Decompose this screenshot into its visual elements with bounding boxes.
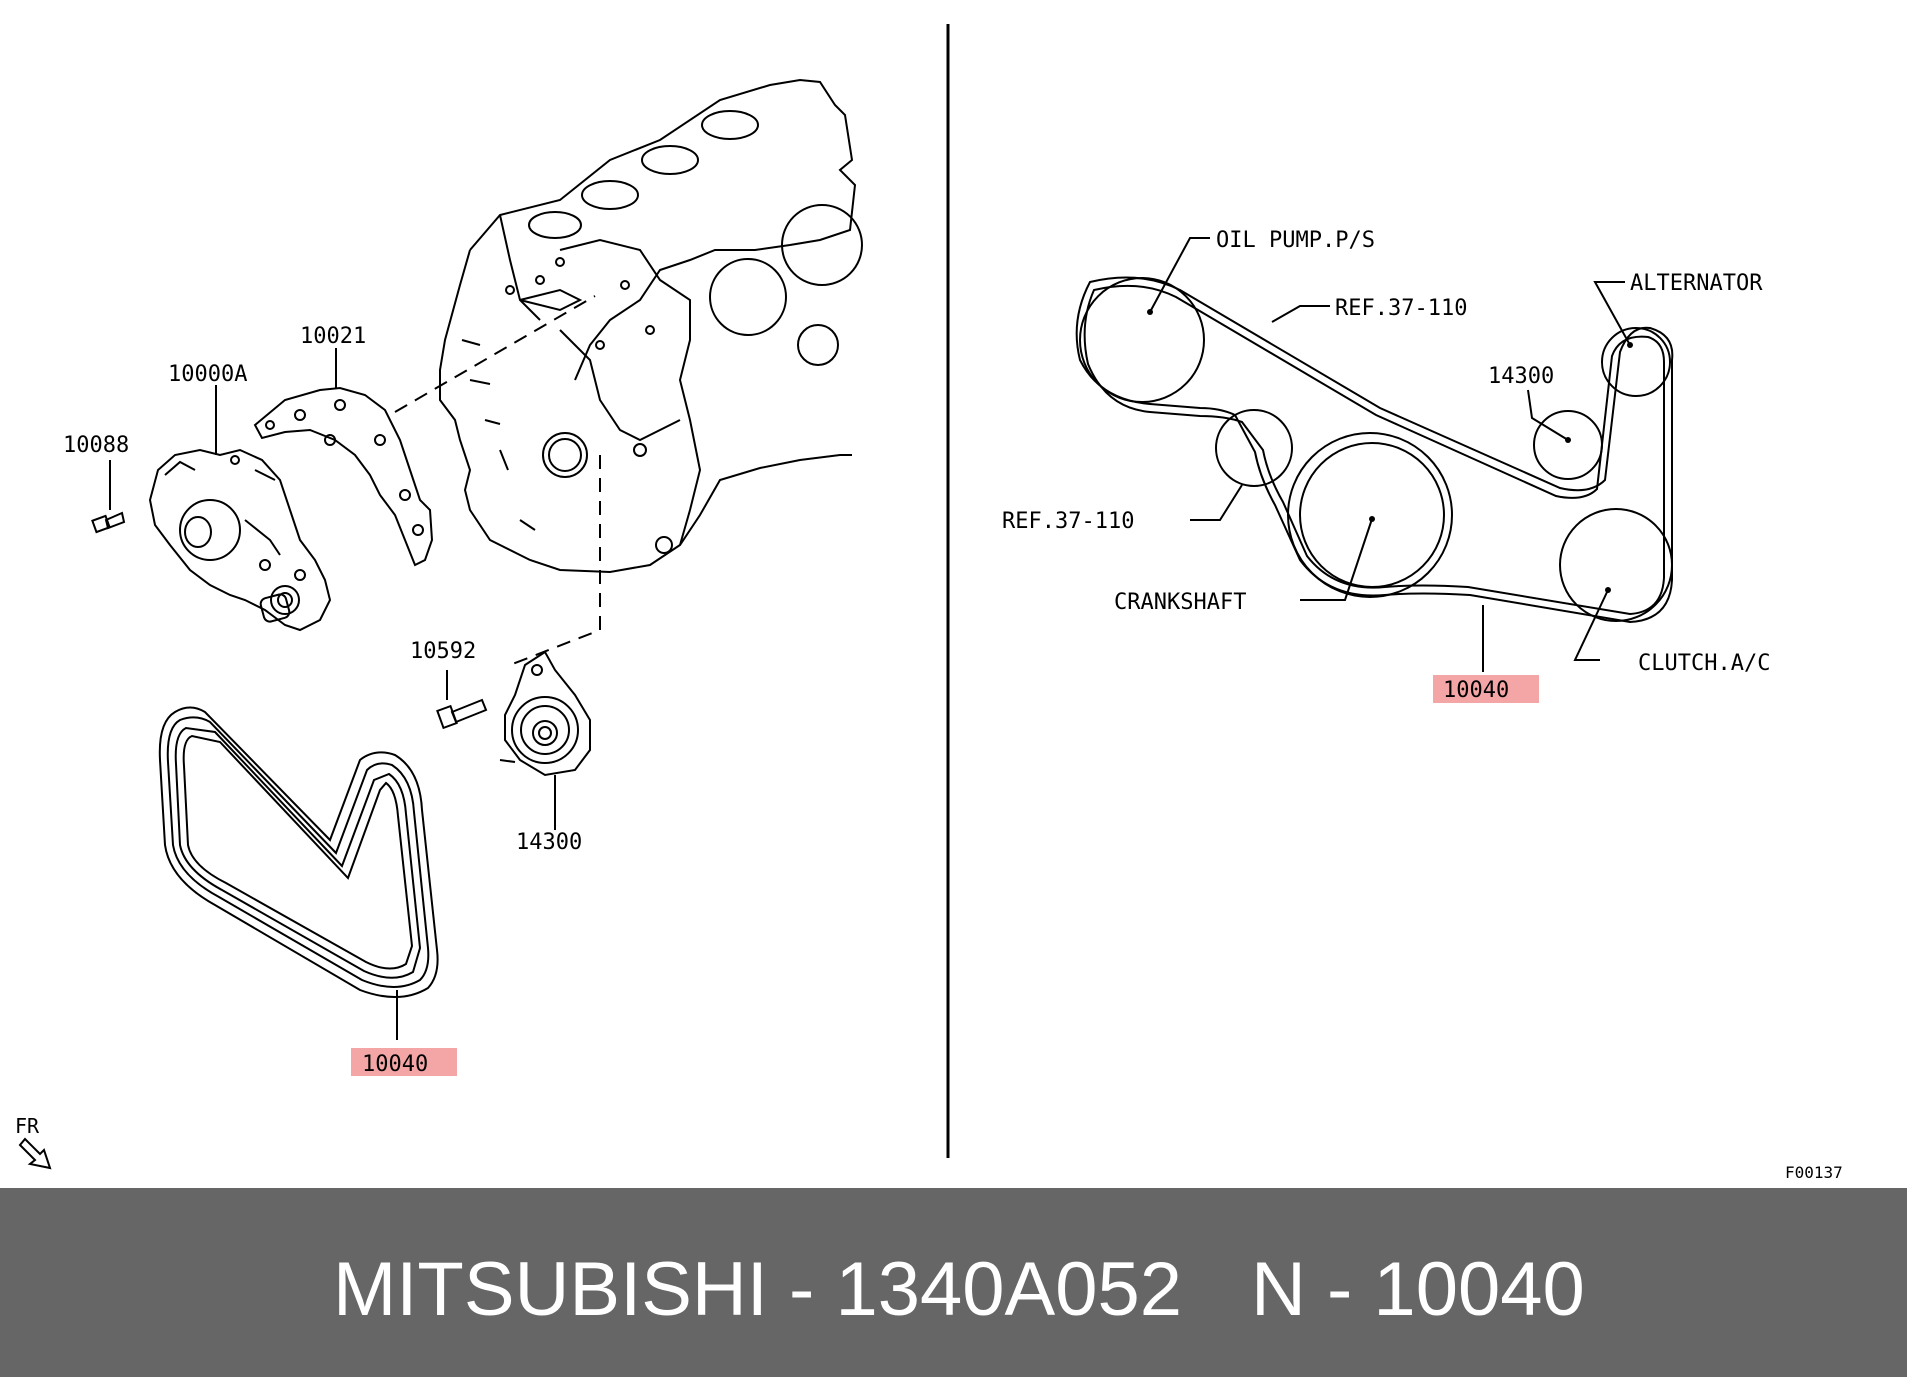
label-10000A: 10000A bbox=[168, 362, 247, 387]
belt-right bbox=[1075, 276, 1674, 624]
water-pump-part bbox=[148, 448, 332, 632]
label-10040-right: 10040 bbox=[1443, 678, 1509, 703]
label-10021: 10021 bbox=[300, 324, 366, 349]
label-10592: 10592 bbox=[410, 639, 476, 664]
bolt-10088 bbox=[91, 511, 126, 534]
label-14300-left: 14300 bbox=[516, 830, 582, 855]
label-14300-right: 14300 bbox=[1488, 364, 1554, 389]
label-crankshaft: CRANKSHAFT bbox=[1114, 590, 1246, 615]
label-10088: 10088 bbox=[63, 433, 129, 458]
highlight-10040-left bbox=[351, 1048, 457, 1076]
engine-block bbox=[439, 78, 863, 574]
pulley-alternator bbox=[1601, 327, 1671, 397]
gasket-part bbox=[253, 386, 434, 567]
pulley-centers bbox=[1147, 309, 1633, 593]
front-arrow-icon bbox=[18, 1137, 52, 1170]
pulley-crankshaft bbox=[1299, 442, 1445, 588]
brand-part-number: MITSUBISHI - 1340A052 bbox=[333, 1247, 1183, 1332]
reference-number: N - 10040 bbox=[1251, 1247, 1585, 1332]
pulley-ref-idler bbox=[1215, 409, 1293, 487]
guide-lines bbox=[394, 295, 601, 666]
pulleys bbox=[1079, 277, 1673, 622]
tensioner-part bbox=[499, 650, 591, 777]
pulley-tensioner bbox=[1533, 410, 1603, 480]
label-ref-left: REF.37-110 bbox=[1002, 509, 1134, 534]
highlight-10040-right bbox=[1433, 675, 1539, 703]
figure-code: F00137 bbox=[1785, 1163, 1843, 1182]
label-oil-pump: OIL PUMP.P/S bbox=[1216, 228, 1375, 253]
bolt-10592 bbox=[436, 698, 488, 730]
left-leaders bbox=[109, 348, 556, 1040]
label-alternator: ALTERNATOR bbox=[1630, 271, 1763, 296]
label-clutch: CLUTCH.A/C bbox=[1638, 651, 1770, 676]
footer-bar: MITSUBISHI - 1340A052 N - 10040 bbox=[0, 1188, 1907, 1377]
label-10040-left: 10040 bbox=[362, 1052, 428, 1077]
label-ref-top: REF.37-110 bbox=[1335, 296, 1467, 321]
right-leaders bbox=[1149, 237, 1631, 672]
parts-diagram: 10000A 10021 10088 10592 14300 10040 FR bbox=[15, 24, 1843, 1182]
belt-left bbox=[158, 706, 439, 999]
fr-label: FR bbox=[15, 1114, 40, 1138]
